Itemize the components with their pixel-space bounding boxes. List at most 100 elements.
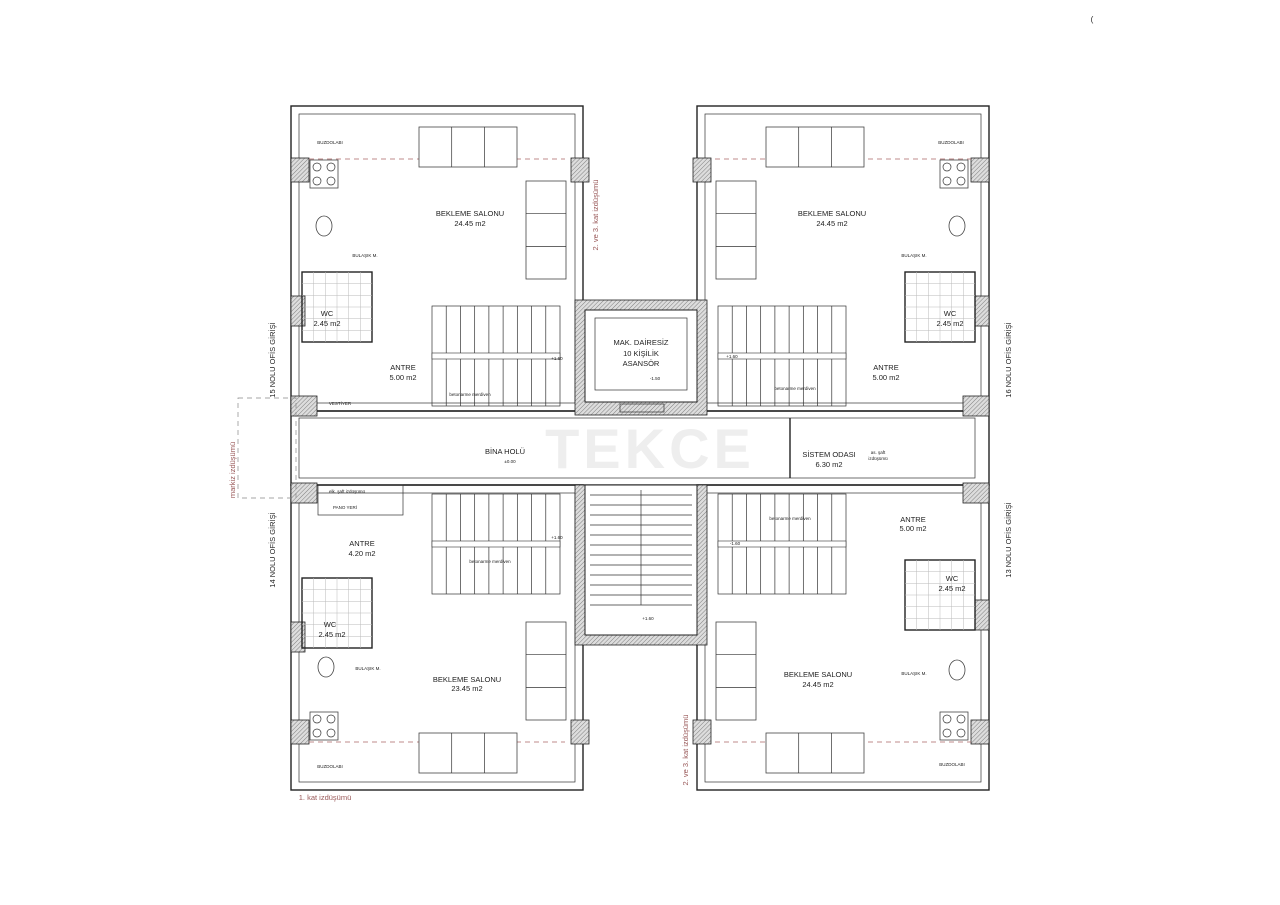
burner [942,176,952,186]
room-name: BİNA HOLÜ [485,447,525,456]
elec-shaft-label: elk. şaft izdüşümü [329,489,366,494]
handrail [431,352,561,360]
room-name: BEKLEME SALONU [436,209,504,218]
level-mark: +1.60 [551,535,563,540]
stair-label: betonarme merdiven [449,392,491,397]
stove [939,711,969,741]
handrail [717,540,847,548]
room-name: BEKLEME SALONU [433,675,501,684]
room-area: 23.45 m2 [451,684,482,693]
entrance-label: 13 NOLU OFİS GİRİŞİ [1004,502,1013,577]
room-area: 24.45 m2 [454,219,485,228]
room-area: 24.45 m2 [816,219,847,228]
level-mark: -1.60 [730,541,741,546]
room-area: 2.45 m2 [318,630,345,639]
dishwasher-label: BULAŞIK M. [901,671,926,676]
room-area: 2.45 m2 [938,584,965,593]
entrance-label: 15 NOLU OFİS GİRİŞİ [268,322,277,397]
burner [326,728,336,738]
canopy-projection [237,397,297,499]
room-area: 6.30 m2 [815,460,842,469]
projection-label: 2. ve 3. kat izdüşümü [681,715,690,786]
dishwasher-label: BULAŞIK M. [352,253,377,258]
burner [956,162,966,172]
sink [315,215,333,237]
sofa [765,126,865,168]
dishwasher-label: BULAŞIK M. [355,666,380,671]
room-area: 5.00 m2 [899,524,926,533]
burner [956,728,966,738]
room-name: WC [946,574,959,583]
sofa [525,621,567,721]
room-name: ANTRE [900,515,925,524]
room-area: 4.20 m2 [348,549,375,558]
level-mark: +1.60 [642,616,654,621]
burner [312,176,322,186]
elevator-label: 10 KİŞİLİK [623,349,659,358]
columns [290,157,990,745]
room-area: 24.45 m2 [802,680,833,689]
shaft-note: as. şaft [871,450,886,455]
burner [942,714,952,724]
handrail [717,352,847,360]
room-area: 5.00 m2 [872,373,899,382]
level-mark: +1.60 [726,354,738,359]
sofa [418,732,518,774]
sink [948,659,966,681]
sofa [715,621,757,721]
entrance-label: 14 NOLU OFİS GİRİŞİ [268,512,277,587]
burner [956,176,966,186]
sofa [765,732,865,774]
room-name: WC [321,309,334,318]
sink [948,215,966,237]
panel-label: PANO YERİ [333,504,357,510]
burner [326,714,336,724]
room-name: WC [324,620,337,629]
entrance-label: 16 NOLU OFİS GİRİŞİ [1004,322,1013,397]
projection-label: 2. ve 3. kat izdüşümü [591,180,600,251]
closet-label: VESTİYER [329,400,352,406]
room-area: 2.45 m2 [313,319,340,328]
room-name: SİSTEM ODASI [802,450,855,459]
elevator-core [574,299,708,416]
projection-label: 1. kat izdüşümü [299,793,352,802]
level-mark: ±0.00 [504,459,516,464]
stove [309,159,339,189]
furniture [301,126,976,774]
handrail [431,540,561,548]
burner [312,714,322,724]
burner [312,162,322,172]
room-name: ANTRE [873,363,898,372]
stair-label: betonarme merdiven [774,386,816,391]
sofa [715,180,757,280]
stair-label: betonarme merdiven [769,516,811,521]
canopy-label: markiz izdüşümü [228,442,237,498]
room-area: 2.45 m2 [936,319,963,328]
burner [326,176,336,186]
room-name: BEKLEME SALONU [784,670,852,679]
stove [939,159,969,189]
stairs [431,305,847,606]
dishwasher-label: BULAŞIK M. [901,253,926,258]
stove [309,711,339,741]
level-mark: +1.60 [551,356,563,361]
corner-mark: ( [1091,15,1094,24]
fridge-label: BUZDOLABI [939,762,965,767]
burner [942,728,952,738]
burner [942,162,952,172]
elevator-label: ASANSÖR [623,359,660,368]
elevator-label: MAK. DAİRESİZ [613,338,668,347]
burner [326,162,336,172]
room-name: ANTRE [390,363,415,372]
room-name: WC [944,309,957,318]
room-name: BEKLEME SALONU [798,209,866,218]
sofa [525,180,567,280]
room-area: 5.00 m2 [389,373,416,382]
fridge-label: BUZDOLABI [317,140,343,145]
sink [317,656,335,678]
room-name: ANTRE [349,539,374,548]
burner [956,714,966,724]
sofa [418,126,518,168]
fridge-label: BUZDOLABI [317,764,343,769]
